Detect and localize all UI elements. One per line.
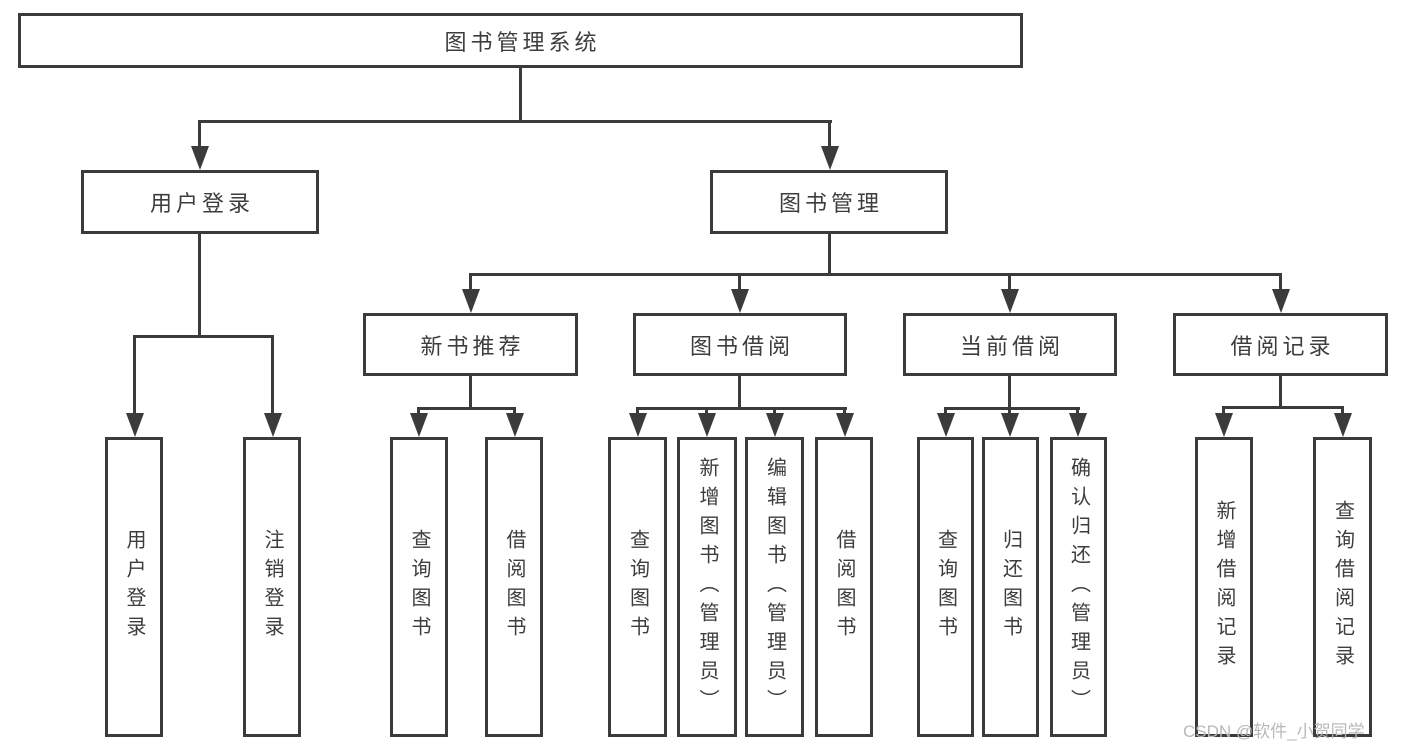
node-new-book-recommend-label: 新书推荐 [420, 333, 525, 359]
leaf-query-books-recommend: 查询图书 [390, 437, 448, 737]
node-book-management-label: 图书管理 [778, 191, 883, 216]
node-borrowing-records-label: 借阅记录 [1230, 333, 1335, 359]
node-new-book-recommend: 新书推荐 [363, 313, 578, 376]
node-current-borrowing-label: 当前借阅 [959, 333, 1064, 359]
arrow-to-user-login [190, 120, 209, 170]
connector-current-borrowing-stem [1008, 376, 1011, 407]
node-root: 图书管理系统 [18, 13, 1023, 68]
connector-root-bar [198, 120, 832, 123]
arrow-to-borrow-books-recommend [505, 407, 524, 437]
leaf-query-books-borrowing-label: 查询图书 [626, 529, 649, 645]
arrow-to-book-management [820, 120, 839, 170]
connector-user-login-stem [198, 234, 201, 335]
leaf-borrow-books-recommend: 借阅图书 [485, 437, 543, 737]
leaf-add-borrow-record-label: 新增借阅记录 [1213, 500, 1235, 674]
leaf-borrow-books-recommend-label: 借阅图书 [503, 529, 525, 645]
arrow-to-book-borrowing [730, 273, 749, 313]
arrow-to-add-books-admin [697, 407, 716, 437]
leaf-logout-label: 注销登录 [261, 529, 283, 645]
leaf-edit-books-admin: 编辑图书（管理员） [745, 437, 804, 737]
connector-root-stem [519, 68, 522, 120]
node-book-borrowing-label: 图书借阅 [689, 333, 794, 359]
connector-borrowing-records-stem [1279, 376, 1282, 406]
connector-book-management-bar [469, 273, 1282, 276]
leaf-query-borrow-record: 查询借阅记录 [1313, 437, 1372, 737]
arrow-to-query-borrow-record [1333, 406, 1352, 437]
arrow-to-confirm-return-admin [1068, 407, 1087, 437]
leaf-return-books: 归还图书 [982, 437, 1039, 737]
arrow-to-add-borrow-record [1214, 406, 1233, 437]
node-book-borrowing: 图书借阅 [633, 313, 847, 376]
connector-user-login-bar [133, 335, 274, 338]
leaf-query-borrow-record-label: 查询借阅记录 [1331, 500, 1354, 674]
arrow-to-new-book-recommend [461, 273, 480, 313]
leaf-borrow-books-label: 借阅图书 [833, 529, 855, 645]
connector-new-book-stem [469, 376, 472, 407]
leaf-logout: 注销登录 [243, 437, 301, 737]
arrow-to-query-books-current [936, 407, 955, 437]
leaf-user-login-label: 用户登录 [123, 529, 145, 645]
leaf-query-books-current-label: 查询图书 [934, 529, 957, 645]
arrow-to-borrowing-records [1271, 273, 1290, 313]
leaf-confirm-return-admin: 确认归还（管理员） [1050, 437, 1107, 737]
arrow-to-query-books-recommend [409, 407, 428, 437]
arrow-to-leaf-user-login [125, 335, 144, 437]
leaf-borrow-books: 借阅图书 [815, 437, 873, 737]
leaf-add-books-admin-label: 新增图书（管理员） [696, 456, 718, 718]
leaf-query-books-current: 查询图书 [917, 437, 974, 737]
leaf-add-borrow-record: 新增借阅记录 [1195, 437, 1253, 737]
arrow-to-borrow-books [835, 407, 854, 437]
node-current-borrowing: 当前借阅 [903, 313, 1117, 376]
leaf-confirm-return-admin-label: 确认归还（管理员） [1067, 456, 1090, 718]
connector-borrowing-records-bar [1222, 406, 1343, 409]
connector-book-borrowing-stem [738, 376, 741, 407]
arrow-to-return-books [1000, 407, 1019, 437]
leaf-edit-books-admin-label: 编辑图书（管理员） [763, 456, 786, 718]
connector-book-borrowing-bar [636, 407, 847, 410]
arrow-to-edit-books-admin [765, 407, 784, 437]
leaf-query-books-recommend-label: 查询图书 [408, 529, 430, 645]
node-borrowing-records: 借阅记录 [1173, 313, 1388, 376]
node-user-login: 用户登录 [81, 170, 319, 234]
arrow-to-leaf-logout [263, 335, 282, 437]
arrow-to-current-borrowing [1000, 273, 1019, 313]
csdn-watermark: CSDN @软件_小贺同学 [1183, 722, 1365, 741]
node-root-label: 图书管理系统 [444, 29, 601, 55]
connector-book-management-stem [828, 234, 831, 273]
leaf-user-login: 用户登录 [105, 437, 163, 737]
leaf-add-books-admin: 新增图书（管理员） [677, 437, 737, 737]
node-book-management: 图书管理 [710, 170, 948, 234]
node-user-login-label: 用户登录 [149, 191, 254, 216]
arrow-to-query-books-borrowing [628, 407, 647, 437]
leaf-query-books-borrowing: 查询图书 [608, 437, 667, 737]
connector-current-borrowing-bar [944, 407, 1080, 410]
connector-new-book-bar [417, 407, 516, 410]
leaf-return-books-label: 归还图书 [999, 529, 1022, 645]
